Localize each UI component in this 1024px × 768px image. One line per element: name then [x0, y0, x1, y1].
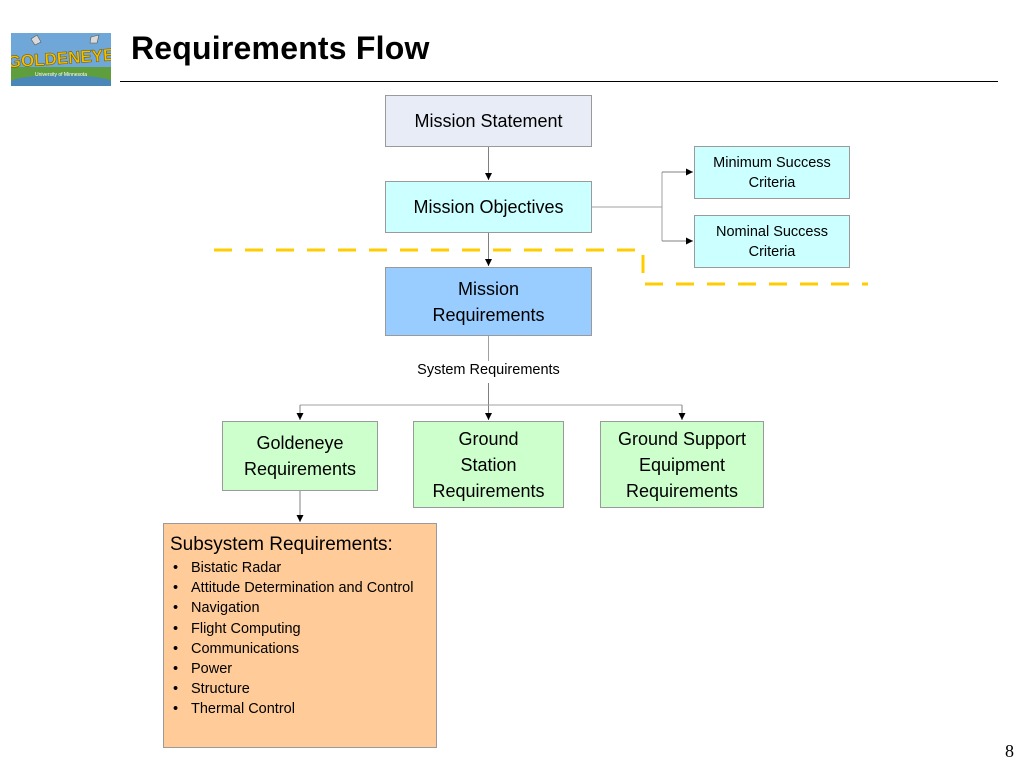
- list-item: • Flight Computing: [170, 619, 430, 639]
- bullet-icon: •: [173, 681, 179, 698]
- minimum-success-criteria-label: Minimum Success Criteria: [713, 154, 831, 191]
- mission-statement-label: Mission Statement: [414, 111, 563, 131]
- system-requirements-label: System Requirements: [417, 362, 560, 378]
- list-item: • Attitude Determination and Control: [170, 578, 430, 598]
- gse-requirements-box: Ground Support Equipment Requirements: [600, 421, 764, 508]
- minimum-success-criteria-box: Minimum Success Criteria: [694, 146, 850, 199]
- ground-station-requirements-box: Ground Station Requirements: [413, 421, 564, 508]
- subsystem-list: • Bistatic Radar • Attitude Determination …: [170, 558, 430, 720]
- bullet-icon: •: [173, 600, 179, 617]
- dashed-divider: [214, 248, 868, 286]
- list-item-text: Attitude Determination and Control: [191, 580, 414, 597]
- list-item-text: Navigation: [191, 600, 260, 617]
- nominal-success-criteria-label: Nominal Success Criteria: [715, 223, 828, 260]
- list-item: • Communications: [170, 639, 430, 659]
- goldeneye-requirements-label: Goldeneye Requirements: [243, 433, 357, 479]
- list-item: • Navigation: [170, 598, 430, 618]
- bullet-icon: •: [173, 661, 179, 678]
- svg-text:GOLDENEYE: GOLDENEYE: [11, 45, 111, 71]
- list-item-text: Structure: [191, 681, 250, 698]
- list-item-text: Thermal Control: [191, 701, 295, 718]
- mission-requirements-box: Mission Requirements: [385, 267, 592, 336]
- nominal-success-criteria-box: Nominal Success Criteria: [694, 215, 850, 268]
- bullet-icon: •: [173, 640, 179, 657]
- list-item-text: Bistatic Radar: [191, 560, 282, 576]
- slide-title: Requirements Flow: [131, 30, 430, 66]
- goldeneye-requirements-box: Goldeneye Requirements: [222, 421, 378, 491]
- bullet-icon: •: [173, 701, 179, 718]
- list-item-text: Power: [191, 661, 233, 678]
- list-item-text: Communications: [191, 640, 299, 657]
- mission-requirements-label: Mission Requirements: [432, 278, 545, 325]
- page-number: 8: [1005, 741, 1014, 761]
- bullet-icon: •: [173, 620, 179, 637]
- gse-requirements-label: Ground Support Equipment Requirements: [617, 428, 747, 501]
- bullet-icon: •: [173, 560, 179, 576]
- goldeneye-logo: GOLDENEYE University of Minnesota: [11, 33, 111, 86]
- list-item: • Structure: [170, 679, 430, 699]
- subsystem-requirements-box: Subsystem Requirements: • Bistatic Radar …: [163, 523, 437, 748]
- title-divider: [120, 81, 998, 82]
- list-item: • Bistatic Radar: [170, 558, 430, 578]
- ground-station-requirements-label: Ground Station Requirements: [432, 428, 545, 501]
- list-item: • Power: [170, 659, 430, 679]
- svg-text:University of Minnesota: University of Minnesota: [35, 72, 87, 78]
- list-item: • Thermal Control: [170, 699, 430, 719]
- subsystem-requirements-title: Subsystem Requirements:: [170, 534, 393, 555]
- bullet-icon: •: [173, 580, 179, 597]
- list-item-text: Flight Computing: [191, 620, 301, 637]
- mission-objectives-box: Mission Objectives: [385, 181, 592, 233]
- mission-objectives-label: Mission Objectives: [413, 197, 564, 217]
- mission-statement-box: Mission Statement: [385, 95, 592, 147]
